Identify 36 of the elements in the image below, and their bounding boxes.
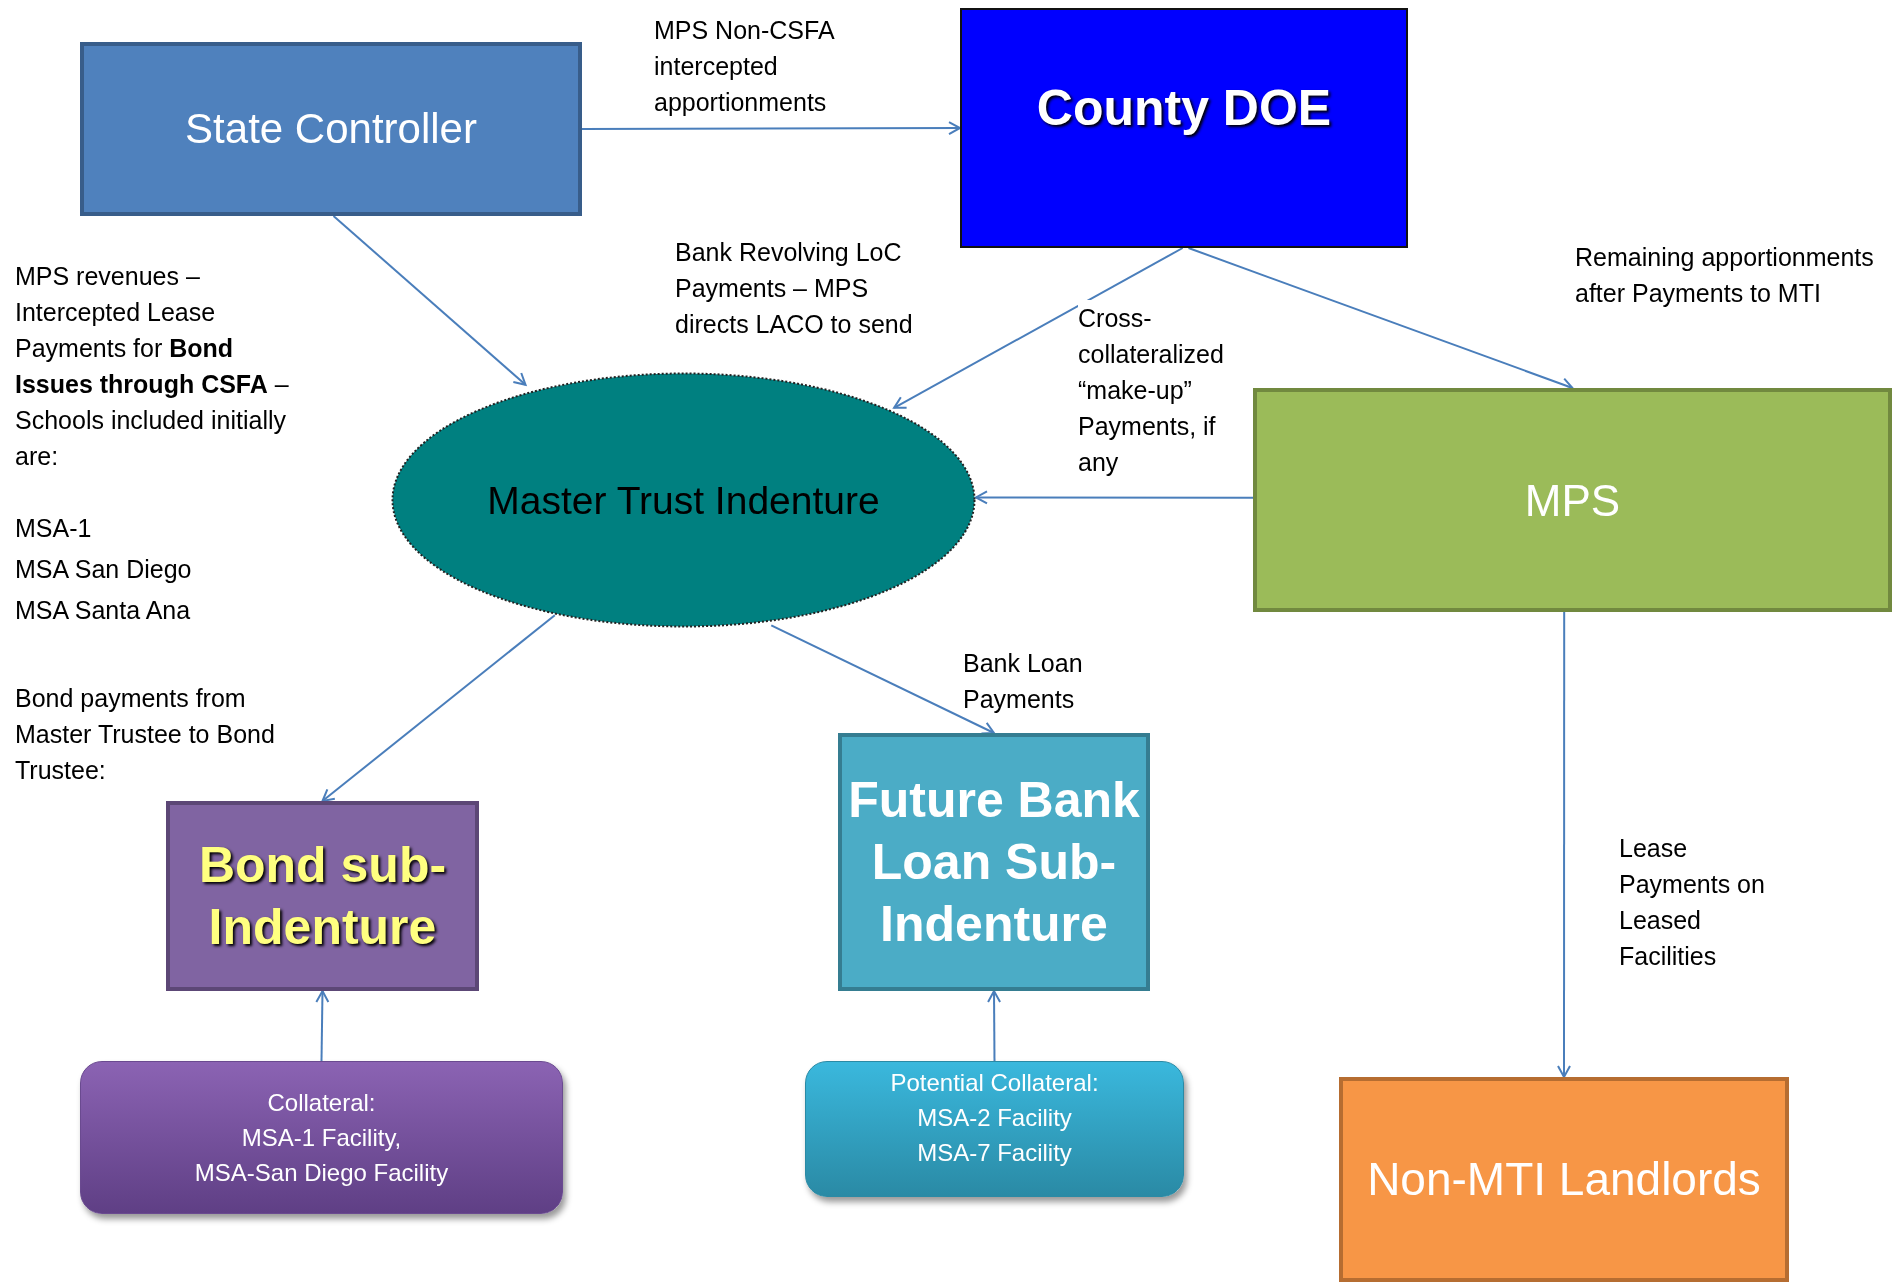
node-text: Future Bank Loan Sub-Indenture — [847, 771, 1141, 954]
node-text: Bond sub-Indenture — [197, 836, 448, 957]
note-text: MPS revenues – Intercepted Lease Payments for Bond Issues through CSFA –Schools included initially are: — [15, 261, 290, 472]
ellipse-node — [391, 372, 976, 628]
node-text: MSA-San Diego Facility — [194, 1158, 449, 1188]
arrow — [893, 247, 1184, 409]
arrow — [1557, 611, 1571, 1078]
arrow — [332, 215, 527, 386]
node-text: MSA-7 Facility — [917, 1137, 1072, 1168]
arrow — [581, 121, 961, 136]
process-box — [838, 733, 1150, 991]
arrow — [321, 614, 556, 802]
node-text: Master Trust Indenture — [487, 477, 880, 524]
rounded-box — [805, 1061, 1184, 1197]
arrow — [987, 990, 1002, 1062]
process-box — [80, 42, 582, 216]
process-box — [1253, 388, 1892, 612]
node-text: Collateral: — [267, 1088, 376, 1118]
node-text: County DOE — [1036, 79, 1332, 138]
node-text: State Controller — [185, 104, 477, 154]
note-text: MSA San Diego — [15, 554, 192, 585]
node-text: Non-MTI Landlords — [1367, 1152, 1761, 1207]
node-text: MSA-2 Facility — [917, 1102, 1072, 1133]
rounded-box — [80, 1061, 563, 1214]
process-box — [1339, 1077, 1789, 1282]
arrow — [975, 490, 1254, 505]
node-text: MPS — [1524, 474, 1621, 527]
note-text: MSA-1 — [15, 513, 92, 544]
process-box — [960, 8, 1408, 248]
node-text: MSA-1 Facility, — [241, 1123, 402, 1153]
process-box — [166, 801, 479, 991]
arrow — [315, 990, 330, 1062]
arrow — [770, 624, 995, 735]
arrow — [1187, 247, 1574, 391]
note-text: MSA Santa Ana — [15, 595, 191, 626]
node-text: Potential Collateral: — [890, 1067, 1099, 1098]
